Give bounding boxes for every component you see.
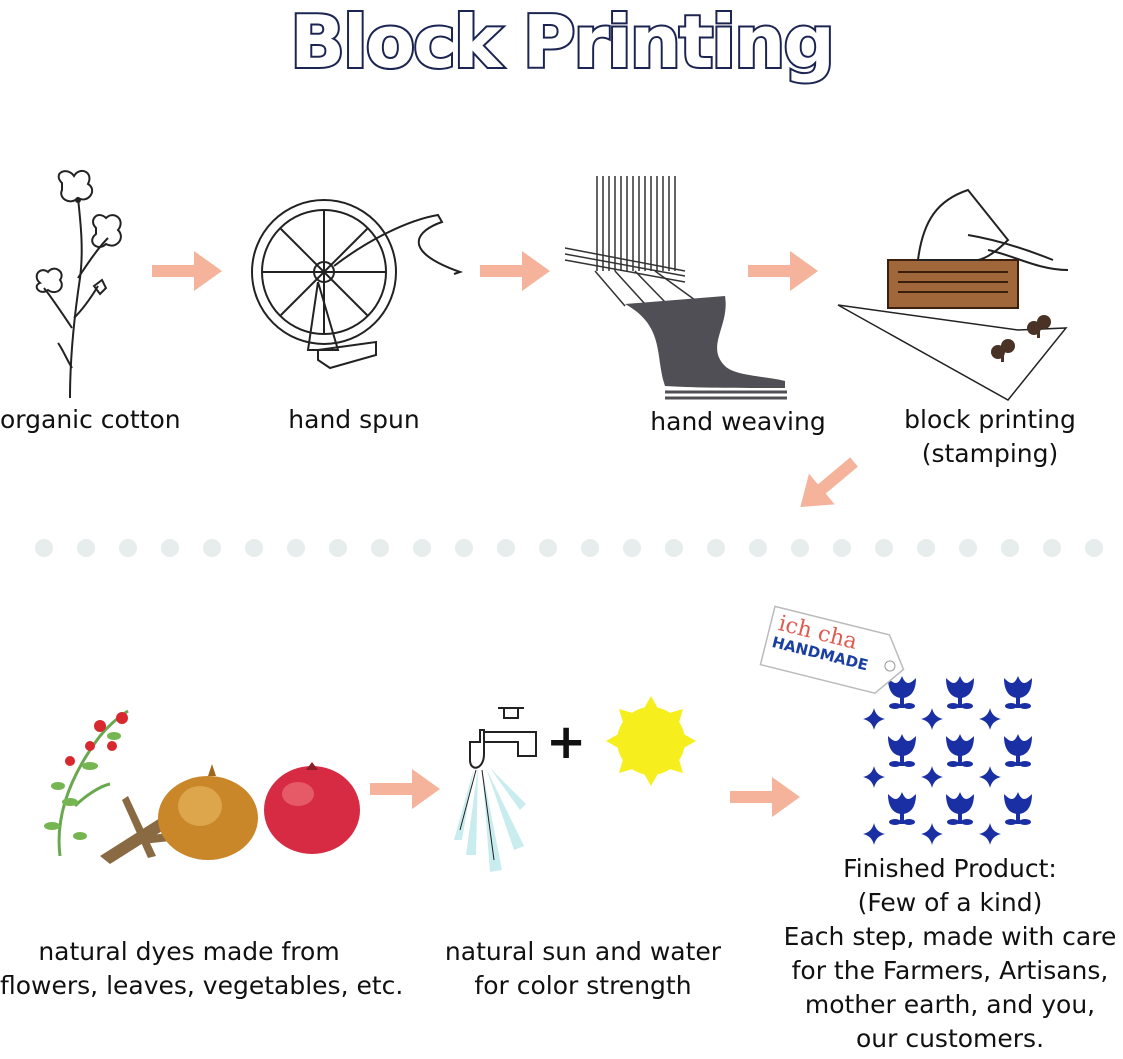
separator-dot [287, 539, 305, 557]
handmade-tag: ich cha HANDMADE [752, 605, 912, 722]
label-line: for color strength [474, 971, 692, 1000]
separator-dot [1043, 539, 1061, 557]
separator-dot [77, 539, 95, 557]
separator-dot [623, 539, 641, 557]
separator-dot [497, 539, 515, 557]
separator-dot [959, 539, 977, 557]
separator-dot [1085, 539, 1103, 557]
flow-arrow [370, 768, 442, 810]
flow-arrow [480, 250, 552, 292]
separator-dot [875, 539, 893, 557]
tap-sun-icon: + [446, 690, 706, 880]
finished-fabric-icon [862, 662, 1044, 845]
flow-arrow [748, 250, 820, 292]
separator-dot [245, 539, 263, 557]
star-motif [921, 708, 943, 730]
loom-icon [564, 176, 795, 406]
separator-dot [203, 539, 221, 557]
label-line: for the Farmers, Artisans, [791, 956, 1109, 985]
tulip-motif [1004, 676, 1032, 709]
separator-dot [791, 539, 809, 557]
flow-arrow-diagonal [787, 446, 867, 523]
separator-dot [329, 539, 347, 557]
separator-dot [455, 539, 473, 557]
label-line: (Few of a kind) [857, 888, 1043, 917]
step-label-organic-cotton: organic cotton [0, 405, 181, 434]
natural-dyes-icon [30, 706, 365, 866]
tulip-motif [888, 676, 916, 709]
separator-dot [35, 539, 53, 557]
tulip-motif [888, 734, 916, 767]
label-line: mother earth, and you, [804, 990, 1096, 1019]
separator-dot [413, 539, 431, 557]
cotton-plant-icon [22, 168, 132, 403]
star-motif [863, 823, 885, 845]
star-motif [863, 766, 885, 788]
star-motif [979, 766, 1001, 788]
star-motif [921, 823, 943, 845]
separator-dot [1001, 539, 1019, 557]
separator-dot [707, 539, 725, 557]
label-line: natural dyes made from [38, 937, 340, 966]
block-stamp-icon [837, 180, 1078, 401]
star-motif [979, 823, 1001, 845]
step-label-hand-weaving: hand weaving [650, 407, 826, 436]
tulip-motif [946, 676, 974, 709]
step-label-sun-water: natural sun and water for color strength [430, 935, 736, 1003]
separator-dot [119, 539, 137, 557]
spinning-wheel-icon [248, 199, 468, 375]
flow-arrow [730, 776, 802, 818]
label-line: block printing [904, 405, 1076, 434]
step-label-block-printing: block printing (stamping) [890, 403, 1090, 471]
flow-arrow [152, 250, 224, 292]
separator-dot [371, 539, 389, 557]
separator-dot [581, 539, 599, 557]
tulip-motif [888, 792, 916, 825]
separator-dot [161, 539, 179, 557]
tulip-motif [1004, 792, 1032, 825]
dotted-separator [34, 538, 1104, 558]
label-line: our customers. [855, 1024, 1045, 1053]
label-line: Each step, made with care [783, 922, 1117, 951]
separator-dot [833, 539, 851, 557]
label-line: flowers, leaves, vegetables, etc. [0, 971, 404, 1000]
tulip-motif [946, 734, 974, 767]
star-motif [921, 766, 943, 788]
star-motif [979, 708, 1001, 730]
separator-dot [539, 539, 557, 557]
step-label-finished-product: Finished Product: (Few of a kind) Each s… [770, 852, 1123, 1056]
label-line: Finished Product: [843, 854, 1057, 883]
plus-symbol: + [546, 714, 586, 770]
tulip-motif [946, 792, 974, 825]
star-motif [863, 708, 885, 730]
page-title: Block Printing [288, 0, 837, 84]
label-line: (stamping) [921, 439, 1059, 468]
separator-dot [665, 539, 683, 557]
step-label-natural-dyes: natural dyes made from flowers, leaves, … [0, 935, 404, 1003]
step-label-hand-spun: hand spun [288, 405, 420, 434]
label-line: natural sun and water [444, 937, 722, 966]
separator-dot [749, 539, 767, 557]
separator-dot [917, 539, 935, 557]
tulip-motif [1004, 734, 1032, 767]
